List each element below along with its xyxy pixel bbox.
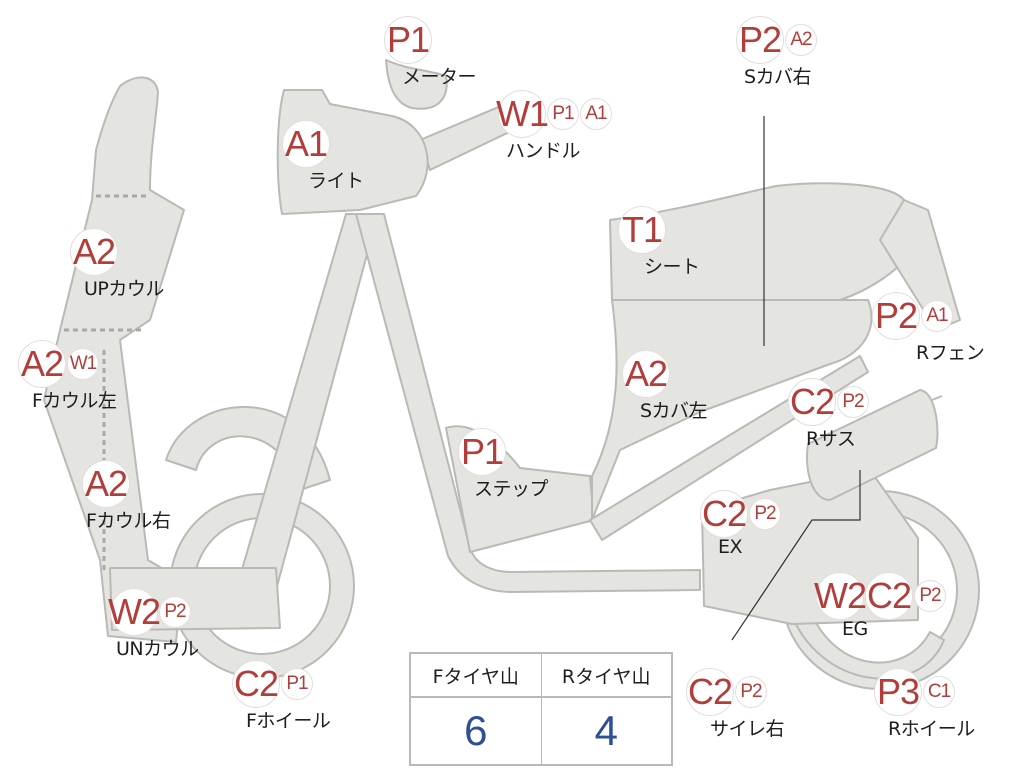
part-step[interactable]: P1 ステップ [458, 428, 549, 501]
rear-tread-header: Rタイヤ山 [540, 652, 673, 698]
part-label: ステップ [474, 478, 549, 500]
code-badge: C2 [700, 490, 748, 538]
part-label: メーター [402, 66, 477, 88]
front-tread-header: Fタイヤ山 [409, 652, 542, 698]
frame-shape [355, 213, 701, 593]
part-label: Fホイール [246, 710, 331, 732]
part-engine[interactable]: W2 C2 P2 EG [814, 572, 946, 640]
part-label: Sカバ右 [744, 66, 812, 88]
part-light[interactable]: A1 ライト [282, 120, 364, 193]
part-label: EX [718, 536, 743, 558]
part-exhaust[interactable]: C2 P2 EX [700, 490, 781, 558]
code-badge: P1 [458, 428, 506, 476]
code-badge: C2 [788, 378, 836, 426]
code-badge: A1 [580, 98, 612, 130]
part-label: ライト [308, 170, 364, 192]
code-badge: C1 [923, 676, 955, 708]
part-label: Sカバ左 [640, 400, 708, 422]
part-label: Fカウル右 [86, 510, 171, 532]
code-badge: A2 [622, 350, 670, 398]
code-badge: W1 [496, 90, 549, 138]
part-label: UPカウル [84, 278, 164, 300]
code-badge: C2 [865, 572, 913, 620]
part-label: UNカウル [116, 638, 199, 660]
part-s-cover-left[interactable]: A2 Sカバ左 [622, 350, 708, 423]
muffler-shape [806, 389, 939, 501]
front-tread-value: 6 [409, 696, 542, 766]
part-un-cowl[interactable]: W2 P2 UNカウル [108, 588, 199, 661]
code-badge: T1 [618, 206, 666, 254]
code-badge: P1 [384, 16, 432, 64]
code-badge: A2 [70, 228, 118, 276]
code-badge: P3 [874, 668, 922, 716]
code-badge: A2 [785, 24, 817, 56]
rear-tread-value: 4 [540, 696, 673, 766]
code-badge: W2 [814, 572, 867, 620]
part-muffler-right[interactable]: C2 P2 サイレ右 [686, 668, 785, 741]
part-label: Rホイール [888, 718, 975, 740]
part-label: シート [644, 256, 700, 278]
part-meter[interactable]: P1 メーター [384, 16, 477, 89]
code-badge: A1 [921, 300, 953, 332]
code-badge: A2 [82, 460, 130, 508]
part-f-cowl-left[interactable]: A2 W1 Fカウル左 [18, 340, 117, 413]
code-badge: P1 [547, 98, 579, 130]
part-s-cover-right[interactable]: P2 A2 Sカバ右 [736, 16, 817, 89]
code-badge: P2 [872, 292, 920, 340]
part-r-fender[interactable]: P2 A1 Rフェン [872, 292, 985, 365]
code-badge: W1 [67, 348, 99, 380]
code-badge: C2 [686, 668, 734, 716]
code-badge: C2 [232, 660, 280, 708]
part-r-suspension[interactable]: C2 P2 Rサス [788, 378, 869, 451]
meter-shape [385, 59, 448, 110]
code-badge: P2 [735, 676, 767, 708]
rear-fender-shape [789, 603, 945, 680]
code-badge: P2 [749, 498, 781, 530]
code-badge: P2 [914, 580, 946, 612]
part-handle[interactable]: W1 P1 A1 ハンドル [496, 90, 612, 163]
code-badge: P2 [159, 596, 191, 628]
code-badge: W2 [108, 588, 161, 636]
part-label: Fカウル左 [32, 390, 117, 412]
front-cowl-shape [43, 76, 185, 643]
code-badge: P2 [736, 16, 784, 64]
seat-shape [609, 182, 913, 301]
part-up-cowl[interactable]: A2 UPカウル [70, 228, 164, 301]
part-label: Rフェン [916, 342, 985, 364]
part-label: EG [842, 618, 868, 640]
tire-tread-table: Fタイヤ山 Rタイヤ山 6 4 [409, 652, 673, 766]
code-badge: A2 [18, 340, 66, 388]
part-label: サイレ右 [710, 718, 785, 740]
part-label: Rサス [806, 428, 856, 450]
part-r-wheel[interactable]: P3 C1 Rホイール [874, 668, 975, 741]
code-badge: P2 [837, 386, 869, 418]
part-label: ハンドル [506, 140, 581, 162]
part-f-cowl-right[interactable]: A2 Fカウル右 [82, 460, 171, 533]
part-f-wheel[interactable]: C2 P1 Fホイール [232, 660, 331, 733]
part-seat[interactable]: T1 シート [618, 206, 700, 279]
code-badge: P1 [281, 668, 313, 700]
code-badge: A1 [282, 120, 330, 168]
